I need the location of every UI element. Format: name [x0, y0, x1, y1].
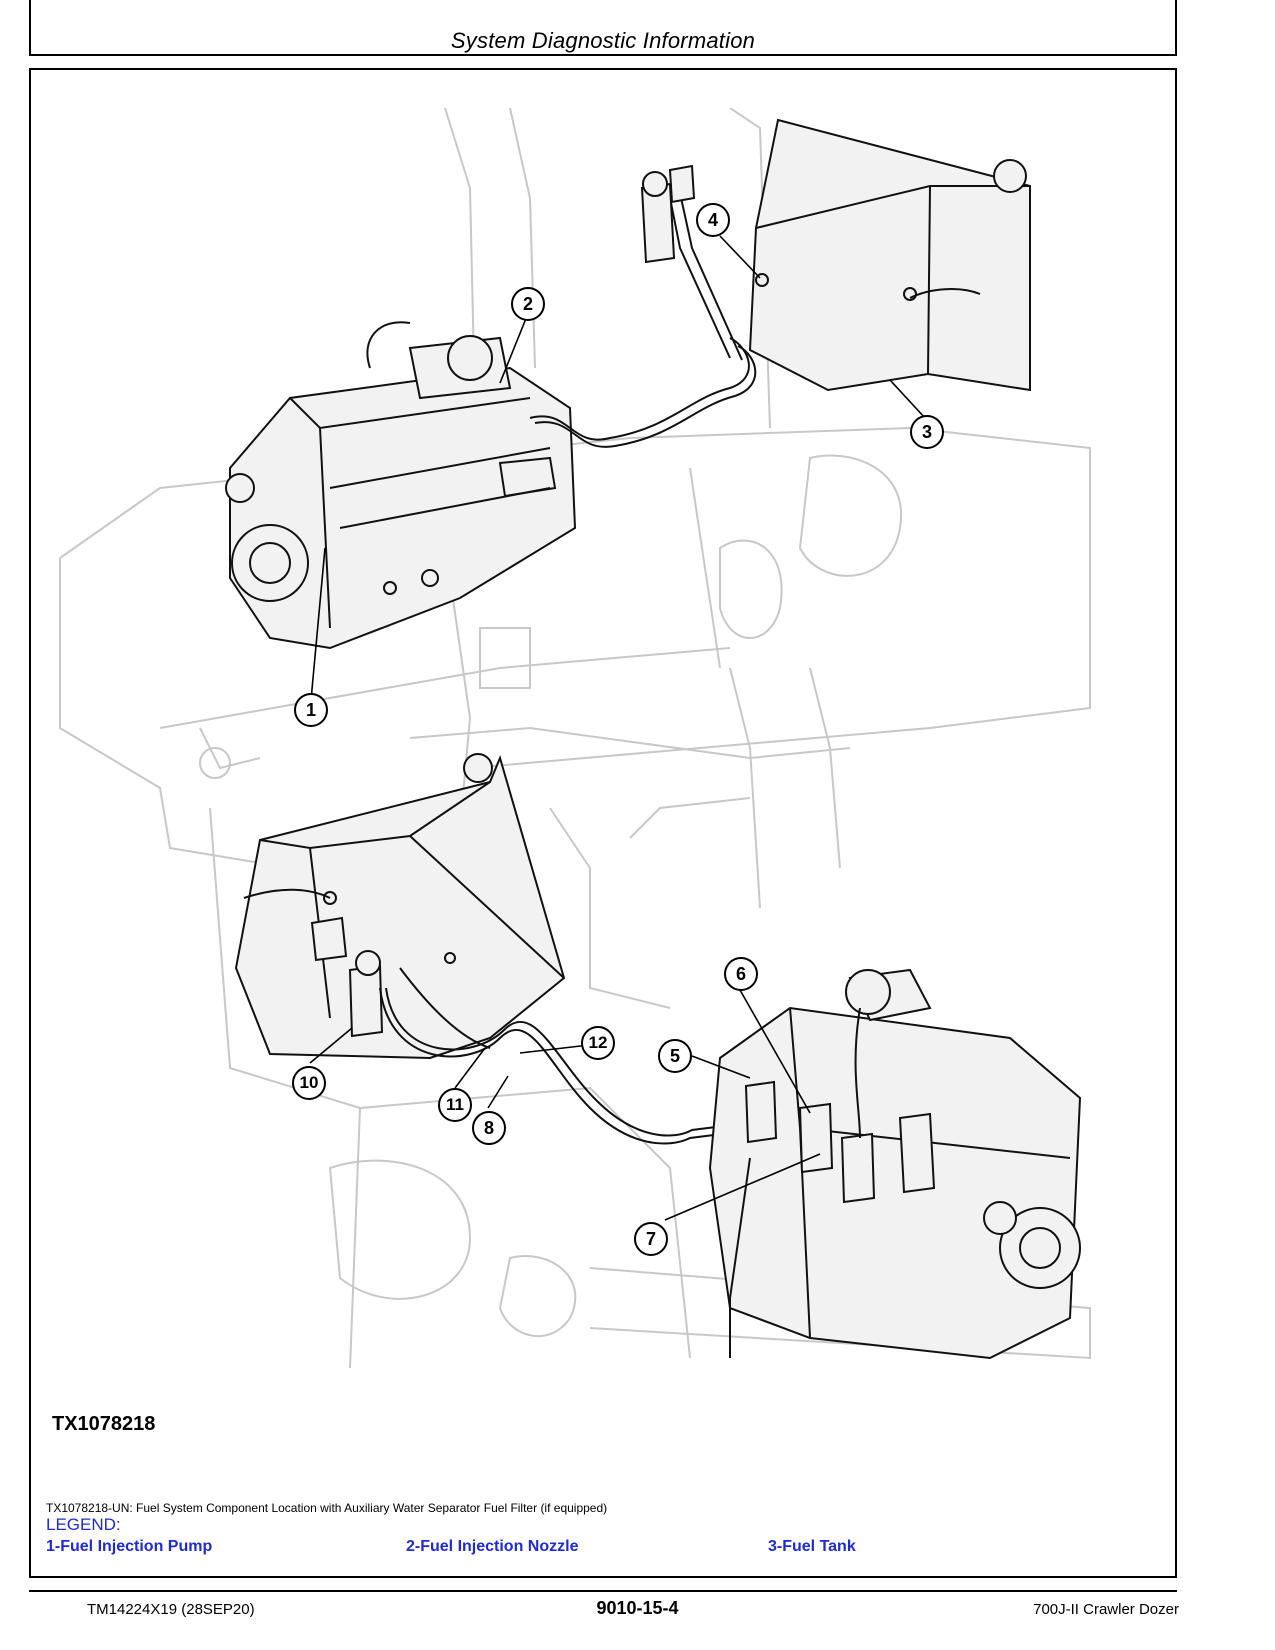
figure-frame [29, 68, 1177, 1578]
bottom-fuel-tank [234, 753, 566, 1060]
callout-3: 3 [910, 415, 944, 449]
footer-rule [29, 1590, 1177, 1592]
bottom-fuel-lines [379, 967, 773, 1145]
callout-12: 12 [581, 1026, 615, 1060]
top-fuel-tank [748, 118, 1031, 392]
callout-11: 11 [438, 1088, 472, 1122]
top-engine [225, 321, 577, 650]
legend-title: LEGEND: [46, 1515, 121, 1534]
figure-caption: TX1078218-UN: Fuel System Component Loca… [46, 1501, 608, 1515]
callout-leaders [309, 235, 926, 1221]
legend-item-fuel-injection-nozzle[interactable]: 2-Fuel Injection Nozzle [406, 1538, 579, 1555]
callout-5: 5 [658, 1039, 692, 1073]
callout-7: 7 [634, 1222, 668, 1256]
bottom-fuel-filter [310, 916, 384, 1038]
footer-page-number: 9010-15-4 [596, 1598, 679, 1618]
top-fuel-filter [640, 164, 696, 264]
footer-model: 700J-II Crawler Dozer [1033, 1601, 1179, 1618]
page-title: System Diagnostic Information [450, 28, 756, 53]
callout-1: 1 [294, 693, 328, 727]
bottom-engine [708, 968, 1082, 1360]
page-header: System Diagnostic Information [29, 0, 1177, 56]
legend-item-fuel-injection-pump[interactable]: 1-Fuel Injection Pump [46, 1538, 213, 1555]
top-fuel-lines [529, 192, 757, 448]
callout-10: 10 [292, 1066, 326, 1100]
legend-item-fuel-tank[interactable]: 3-Fuel Tank [768, 1538, 856, 1555]
fuel-system-illustration [59, 108, 1091, 1369]
callout-4: 4 [696, 203, 730, 237]
callout-6: 6 [724, 957, 758, 991]
footer-doc-id: TM14224X19 (28SEP20) [87, 1601, 255, 1618]
figure-id: TX1078218 [52, 1413, 156, 1435]
callout-8: 8 [472, 1111, 506, 1145]
callout-2: 2 [511, 287, 545, 321]
